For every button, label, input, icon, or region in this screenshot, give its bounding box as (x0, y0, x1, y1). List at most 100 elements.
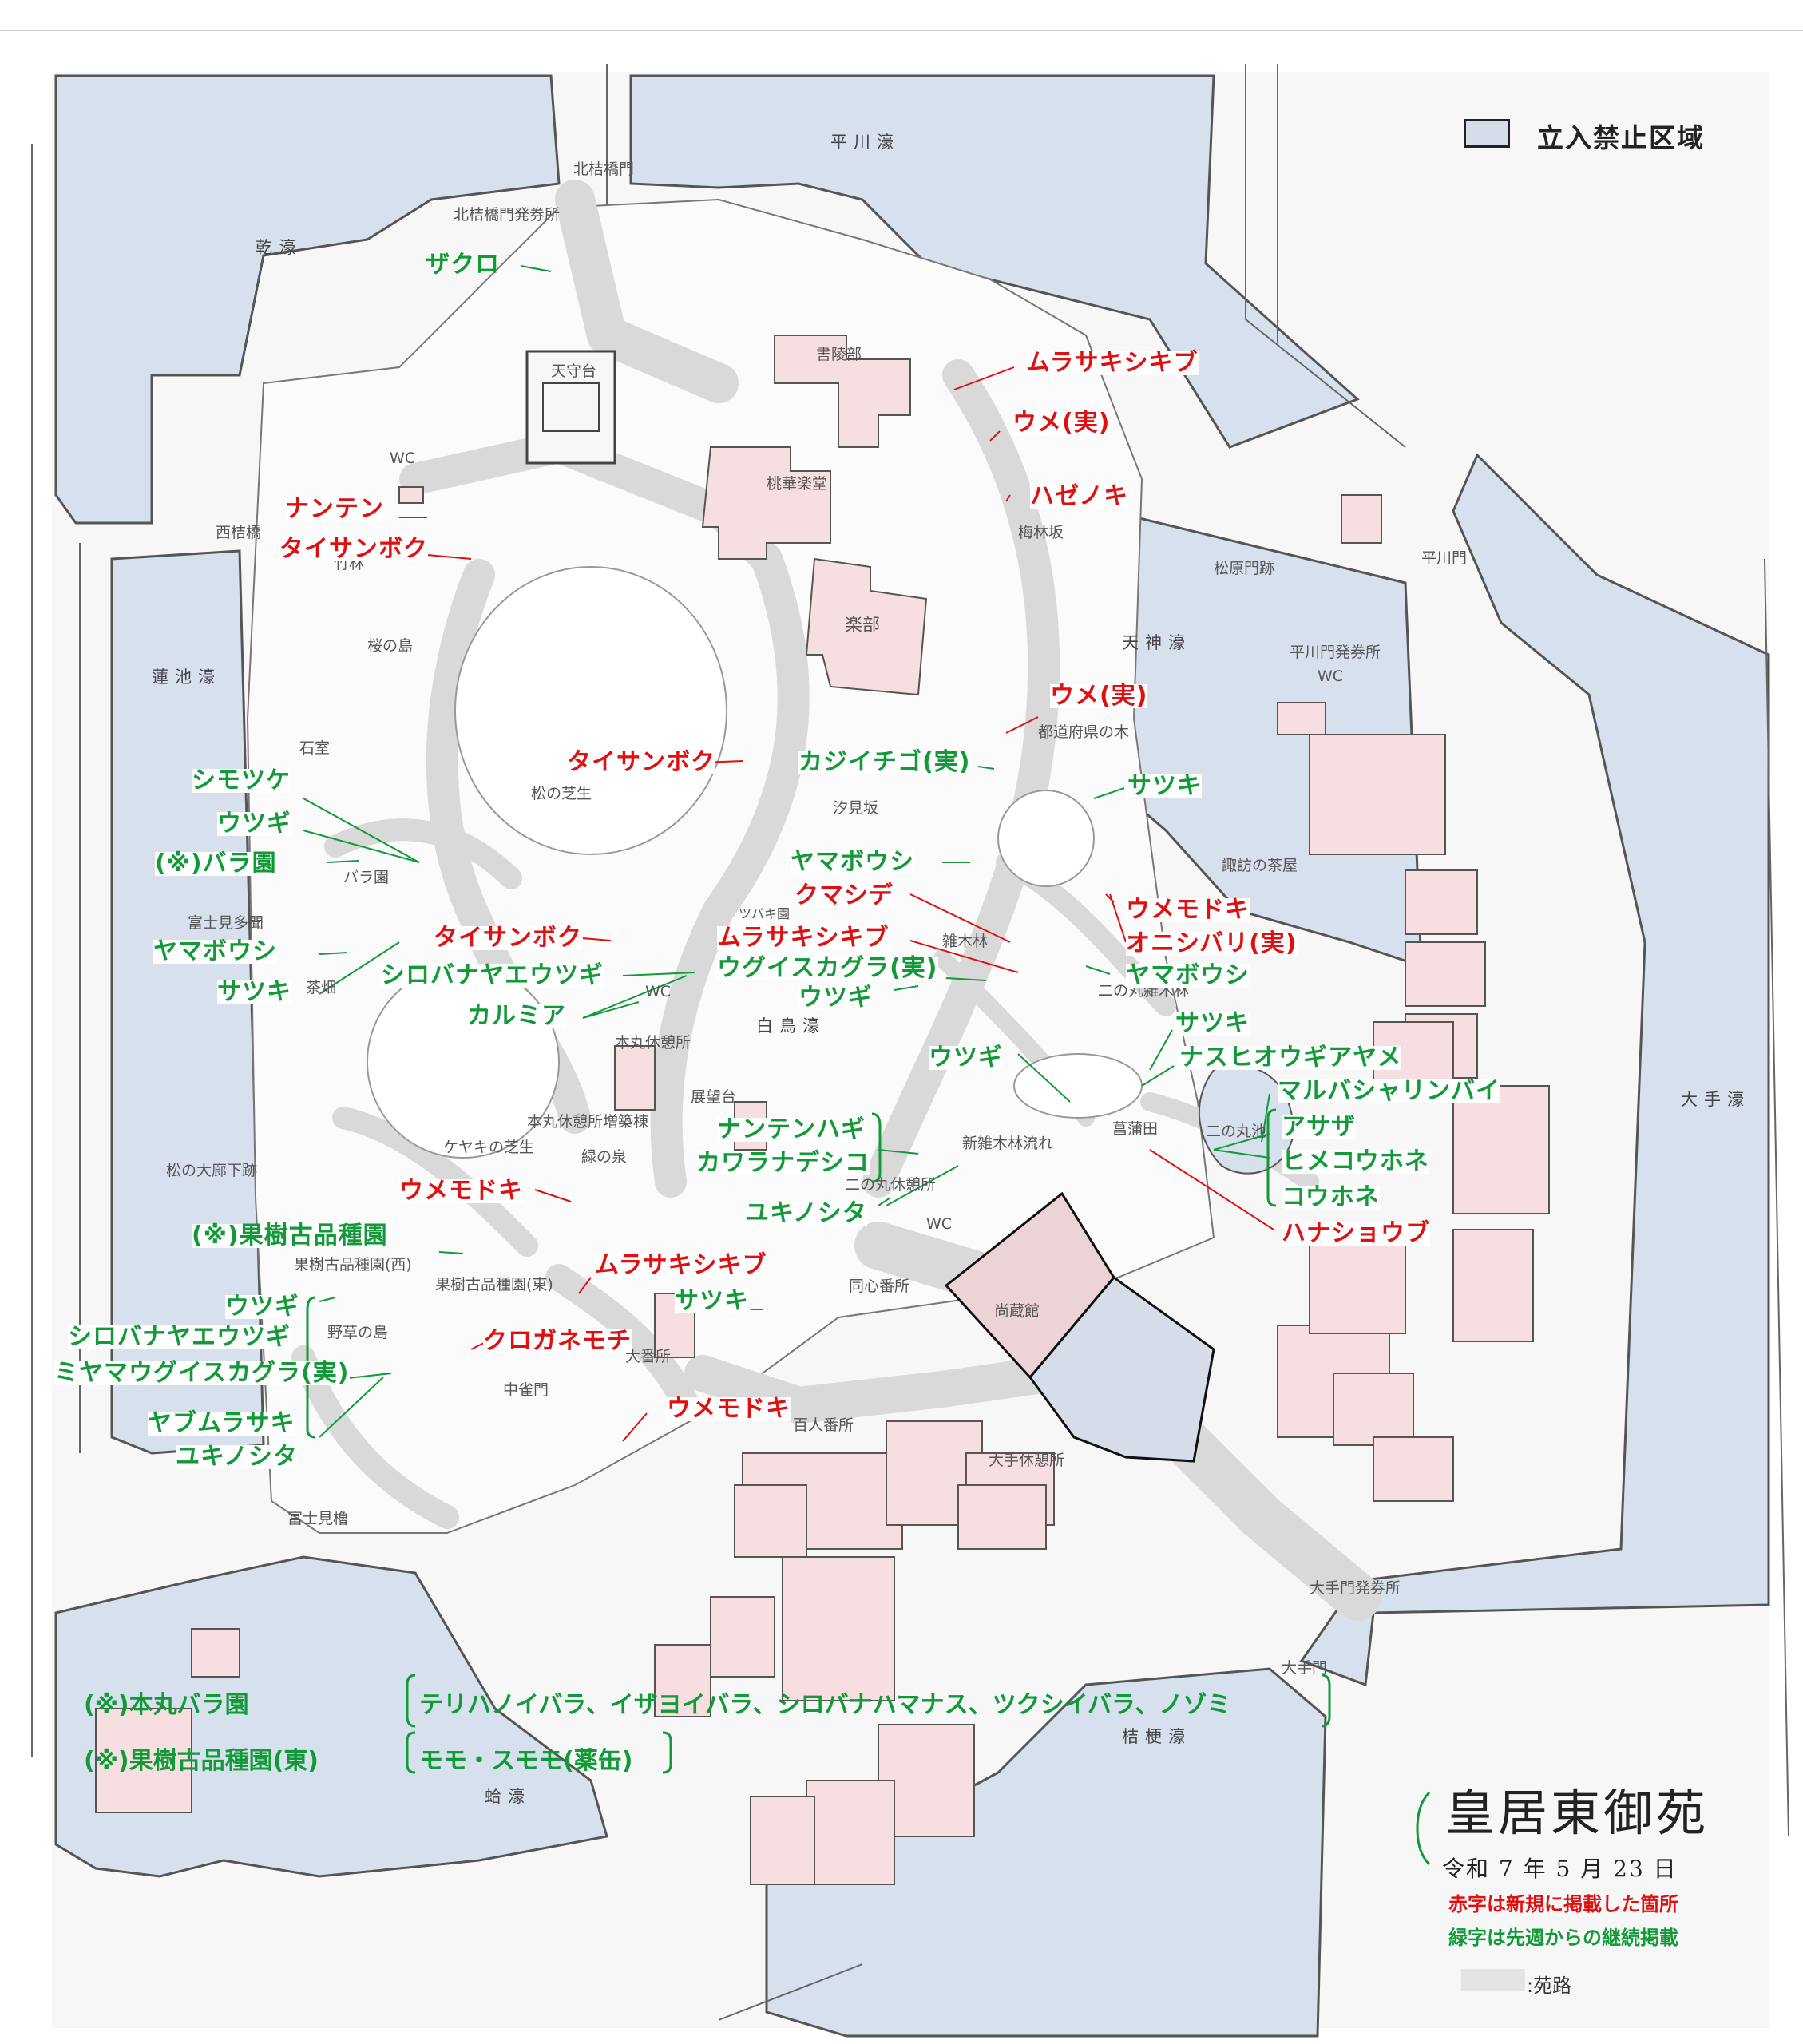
plant-label: (※)果樹古品種園 (192, 1222, 388, 1250)
plant-label: ヤマボウシ (153, 937, 277, 965)
moat-label: 大手濠 (1681, 1090, 1750, 1109)
place-label: 北桔橋門発券所 (454, 206, 561, 224)
legend-note-green: 緑字は先週からの継続掲載 (1448, 1926, 1678, 1949)
place-label: 二の丸休憩所 (845, 1176, 937, 1194)
plant-label: ムラサキシキブ (1026, 349, 1199, 377)
plant-label: タイサンボク (434, 924, 582, 952)
plant-label: サツキ (1175, 1009, 1250, 1037)
orchard-note-body: モモ・スモモ(薬缶) (419, 1747, 633, 1775)
place-label: 諏訪の茶屋 (1222, 857, 1298, 874)
place-label: WC (645, 983, 672, 1000)
plant-label: (※)バラ園 (155, 850, 277, 877)
plant-label: カジイチゴ(実) (798, 748, 971, 776)
place-label: ツバキ園 (739, 906, 791, 921)
orchard-note-head: (※)果樹古品種園(東) (84, 1747, 319, 1775)
gakubu-building (805, 557, 928, 696)
map-date: 令和 7 年 5 月 23 日 (1442, 1856, 1678, 1882)
place-label: 松の大廊下跡 (166, 1162, 258, 1179)
plant-label: シロバナヤエウツギ (381, 961, 604, 989)
place-label: 中雀門 (503, 1381, 549, 1399)
plant-label: ヤブムラサキ (148, 1409, 295, 1437)
plant-label: ウツギ (217, 810, 291, 838)
plant-label: カワラナデシコ (696, 1149, 870, 1177)
place-label: 野草の島 (327, 1324, 389, 1341)
plant-label: クマシデ (795, 881, 894, 909)
plant-label: ウメ(実) (1050, 682, 1148, 710)
place-label: 平川門発券所 (1290, 644, 1381, 661)
place-label: 北桔橋門 (573, 160, 635, 178)
place-label: 富士見櫓 (287, 1510, 349, 1527)
place-label: 桃華楽堂 (767, 475, 828, 493)
shoryobu-building (774, 335, 911, 448)
place-label: 本丸休憩所 (615, 1034, 691, 1052)
place-label: 茶畑 (306, 979, 337, 996)
place-label: 松原門跡 (1214, 560, 1275, 577)
plant-label: シモツケ (192, 766, 291, 794)
moat-label: 平川濠 (830, 133, 900, 152)
place-label: 都道府県の木 (1038, 723, 1130, 741)
plant-label: ムラサキシキブ (717, 924, 890, 952)
plant-label: ウツギ (929, 1044, 1003, 1072)
plant-label: ムラサキシキブ (595, 1251, 767, 1279)
place-label: 天守台 (551, 362, 597, 380)
place-label: 菖蒲田 (1112, 1120, 1159, 1138)
plant-label: ナンテンハギ (717, 1115, 866, 1143)
place-label: バラ園 (343, 869, 390, 886)
place-label: 大手門 (1282, 1659, 1328, 1677)
plant-label: ウツギ (798, 984, 873, 1012)
plant-label: ナンテン (285, 495, 384, 523)
legend-path-label: :苑路 (1527, 1975, 1572, 1997)
place-label: 書陵部 (816, 346, 862, 363)
place-label: 新雑木林流れ (962, 1135, 1054, 1152)
plant-label: サツキ (217, 978, 291, 1006)
plant-label: サツキ (675, 1287, 749, 1315)
place-label: 本丸休憩所増築棟 (527, 1113, 649, 1131)
place-label: WC (926, 1215, 953, 1233)
legend-restricted-label: 立入禁止区域 (1537, 122, 1705, 153)
moat-label: 桔梗濠 (1122, 1727, 1191, 1746)
plant-label: ウメ(実) (1012, 409, 1111, 437)
place-label: 緑の泉 (581, 1148, 628, 1166)
plant-label: アサザ (1282, 1113, 1356, 1141)
plant-label: ナスヒオウギアヤメ (1179, 1044, 1402, 1072)
moat-label: 乾濠 (256, 238, 302, 257)
place-label: 果樹古品種園(西) (294, 1256, 412, 1274)
roads (31, 64, 1789, 2021)
plant-label: ヒメコウホネ (1282, 1147, 1429, 1175)
place-label: 楽部 (845, 616, 881, 636)
plant-label: ミヤマウグイスカグラ(実) (54, 1359, 350, 1387)
place-label: 果樹古品種園(東) (435, 1276, 553, 1293)
tenshudai (525, 350, 616, 465)
place-label: 西桔橋 (216, 524, 262, 541)
place-label: 石室 (299, 739, 331, 757)
place-label: WC (390, 450, 416, 467)
plant-label: ヤマボウシ (791, 848, 914, 876)
plant-label: オニシバリ(実) (1126, 929, 1298, 957)
plant-label: ヤマボウシ (1126, 961, 1250, 989)
plant-label: タイサンボク (279, 535, 428, 563)
plant-label: ザクロ (426, 251, 500, 279)
place-label: 雑木林 (942, 933, 989, 950)
place-label: 梅林坂 (1018, 524, 1064, 541)
place-label: 二の丸池 (1206, 1123, 1267, 1140)
place-label: 桜の島 (367, 637, 414, 655)
legend-restricted-swatch (1464, 119, 1510, 148)
restricted-area (1028, 1275, 1215, 1463)
plant-label: サツキ (1127, 772, 1202, 800)
legend-path-swatch (1461, 1969, 1525, 1991)
plant-label: ウメモドキ (667, 1395, 791, 1423)
moat-inui (54, 74, 561, 525)
place-label: 富士見多聞 (188, 914, 264, 932)
brackets (306, 1108, 1431, 1866)
map-title: 皇居東御苑 (1445, 1784, 1710, 1842)
place-label: 汐見坂 (833, 799, 879, 817)
plant-label: ユキノシタ (745, 1199, 867, 1227)
plant-label: シロバナヤエウツギ (68, 1323, 291, 1351)
rose-garden-note-body: テリハノイバラ、イザヨイバラ、シロバナハマナス、ツクシイバラ、ノゾミ (419, 1691, 1231, 1719)
place-label: 展望台 (691, 1088, 737, 1106)
moat-label: 蛤濠 (485, 1787, 531, 1806)
place-label: 尚蔵館 (994, 1302, 1040, 1320)
plant-label: ユキノシタ (176, 1443, 298, 1471)
moat-label: 天神濠 (1122, 633, 1191, 652)
